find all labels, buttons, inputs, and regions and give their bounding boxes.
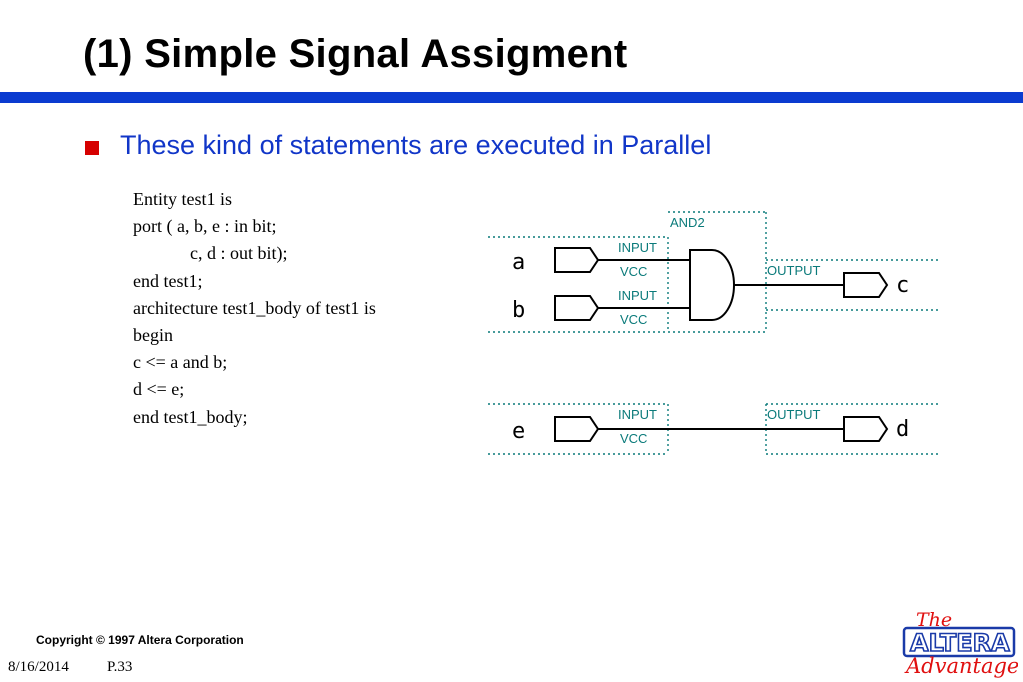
code-line: architecture test1_body of test1 is	[133, 297, 376, 318]
output-label-d: OUTPUT	[767, 407, 821, 422]
slide-title: (1) Simple Signal Assigment	[83, 32, 628, 76]
footer-page-number: P.33	[107, 659, 133, 675]
input-pin-a	[554, 247, 690, 273]
output-pin-c	[843, 272, 889, 298]
vcc-label-e: VCC	[620, 431, 647, 446]
output-label-c: OUTPUT	[767, 263, 821, 278]
pin-name-c: c	[896, 273, 909, 298]
and-gate-symbol	[689, 249, 735, 321]
pin-name-e: e	[512, 419, 525, 444]
input-label-e: INPUT	[618, 407, 657, 422]
code-line: Entity test1 is	[133, 189, 232, 209]
input-label-a: INPUT	[618, 240, 657, 255]
code-line: c, d : out bit);	[190, 243, 288, 264]
input-pin-b	[554, 295, 690, 321]
title-rule	[0, 92, 1023, 103]
logo-tagline: Advantage	[904, 654, 1018, 678]
pin-name-a: a	[512, 250, 525, 275]
code-line: end test1;	[133, 270, 203, 291]
code-line: port ( a, b, e : in bit;	[133, 216, 277, 237]
copyright-text: Copyright © 1997 Altera Corporation	[36, 633, 244, 647]
bullet-square-icon	[85, 141, 99, 155]
vcc-label-b: VCC	[620, 312, 647, 327]
code-line: begin	[133, 324, 173, 345]
logo-brand: ALTERA	[910, 629, 1010, 657]
code-line: d <= e;	[133, 379, 185, 400]
gate-label: AND2	[670, 215, 705, 230]
code-line: c <= a and b;	[133, 352, 228, 373]
output-pin-d	[843, 416, 889, 442]
footer-date: 8/16/2014	[8, 659, 69, 675]
logo-the: The	[916, 609, 952, 631]
altera-advantage-logo: The ALTERA Advantage	[902, 609, 1018, 678]
pin-name-d: d	[896, 417, 909, 442]
input-pin-e	[554, 416, 600, 442]
vhdl-code-block: Entity test1 is port ( a, b, e : in bit;…	[133, 186, 376, 431]
code-line: end test1_body;	[133, 406, 248, 427]
bullet-text: These kind of statements are executed in…	[120, 130, 712, 160]
vcc-label-a: VCC	[620, 264, 647, 279]
schematic-diagram: AND2 INPUT VCC INPUT VCC OUTPUT INPUT VC…	[488, 211, 938, 455]
pin-name-b: b	[512, 298, 525, 323]
input-label-b: INPUT	[618, 288, 657, 303]
